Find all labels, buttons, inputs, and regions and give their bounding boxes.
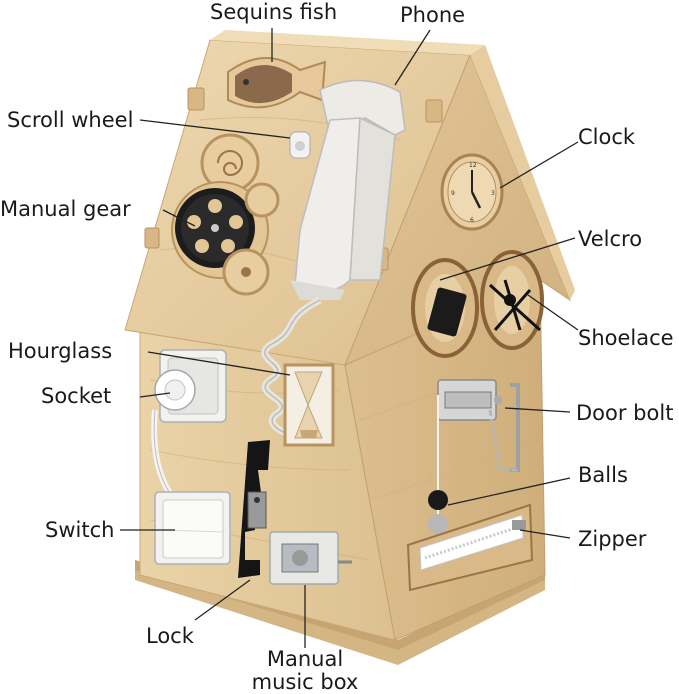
label-scroll-wheel: Scroll wheel: [7, 108, 134, 132]
leader-lines: [120, 28, 579, 648]
label-music-box: Manual music box: [250, 647, 360, 694]
label-clock: Clock: [578, 125, 636, 149]
label-velcro: Velcro: [578, 227, 643, 251]
music-box: [269, 531, 352, 585]
hourglass: [283, 363, 335, 447]
label-socket: Socket: [41, 384, 112, 408]
manual-gears: [171, 133, 280, 296]
door-bolt: [437, 379, 520, 472]
light-switch: [154, 491, 231, 565]
svg-text:3: 3: [491, 190, 495, 197]
label-balls: Balls: [578, 463, 628, 487]
label-switch: Switch: [45, 518, 115, 542]
label-door-bolt: Door bolt: [576, 401, 674, 425]
svg-text:12: 12: [469, 162, 477, 169]
shoelace-shoe: [480, 250, 544, 350]
label-lock: Lock: [146, 624, 194, 648]
telephone: [261, 79, 406, 444]
lock-latch: [238, 440, 270, 578]
zipper-board: [406, 503, 534, 592]
abacus-balls: [428, 395, 448, 534]
label-phone: Phone: [400, 3, 466, 27]
label-sequins-fish: Sequins fish: [210, 0, 338, 24]
label-music-box-line1: Manual: [266, 647, 344, 671]
svg-text:6: 6: [470, 217, 474, 224]
house-base: [135, 560, 545, 665]
velcro-shoe: [411, 258, 479, 358]
label-manual-gear: Manual gear: [0, 197, 131, 221]
label-shoelace: Shoelace: [578, 326, 674, 350]
clock: 12 3 6 9: [440, 153, 504, 231]
label-hourglass: Hourglass: [8, 339, 113, 363]
label-music-box-line2: music box: [251, 670, 359, 694]
sequins-fish: [227, 57, 327, 109]
label-zipper: Zipper: [578, 527, 647, 551]
svg-text:9: 9: [451, 190, 455, 197]
socket: [151, 349, 227, 502]
scroll-wheel: [289, 131, 311, 159]
